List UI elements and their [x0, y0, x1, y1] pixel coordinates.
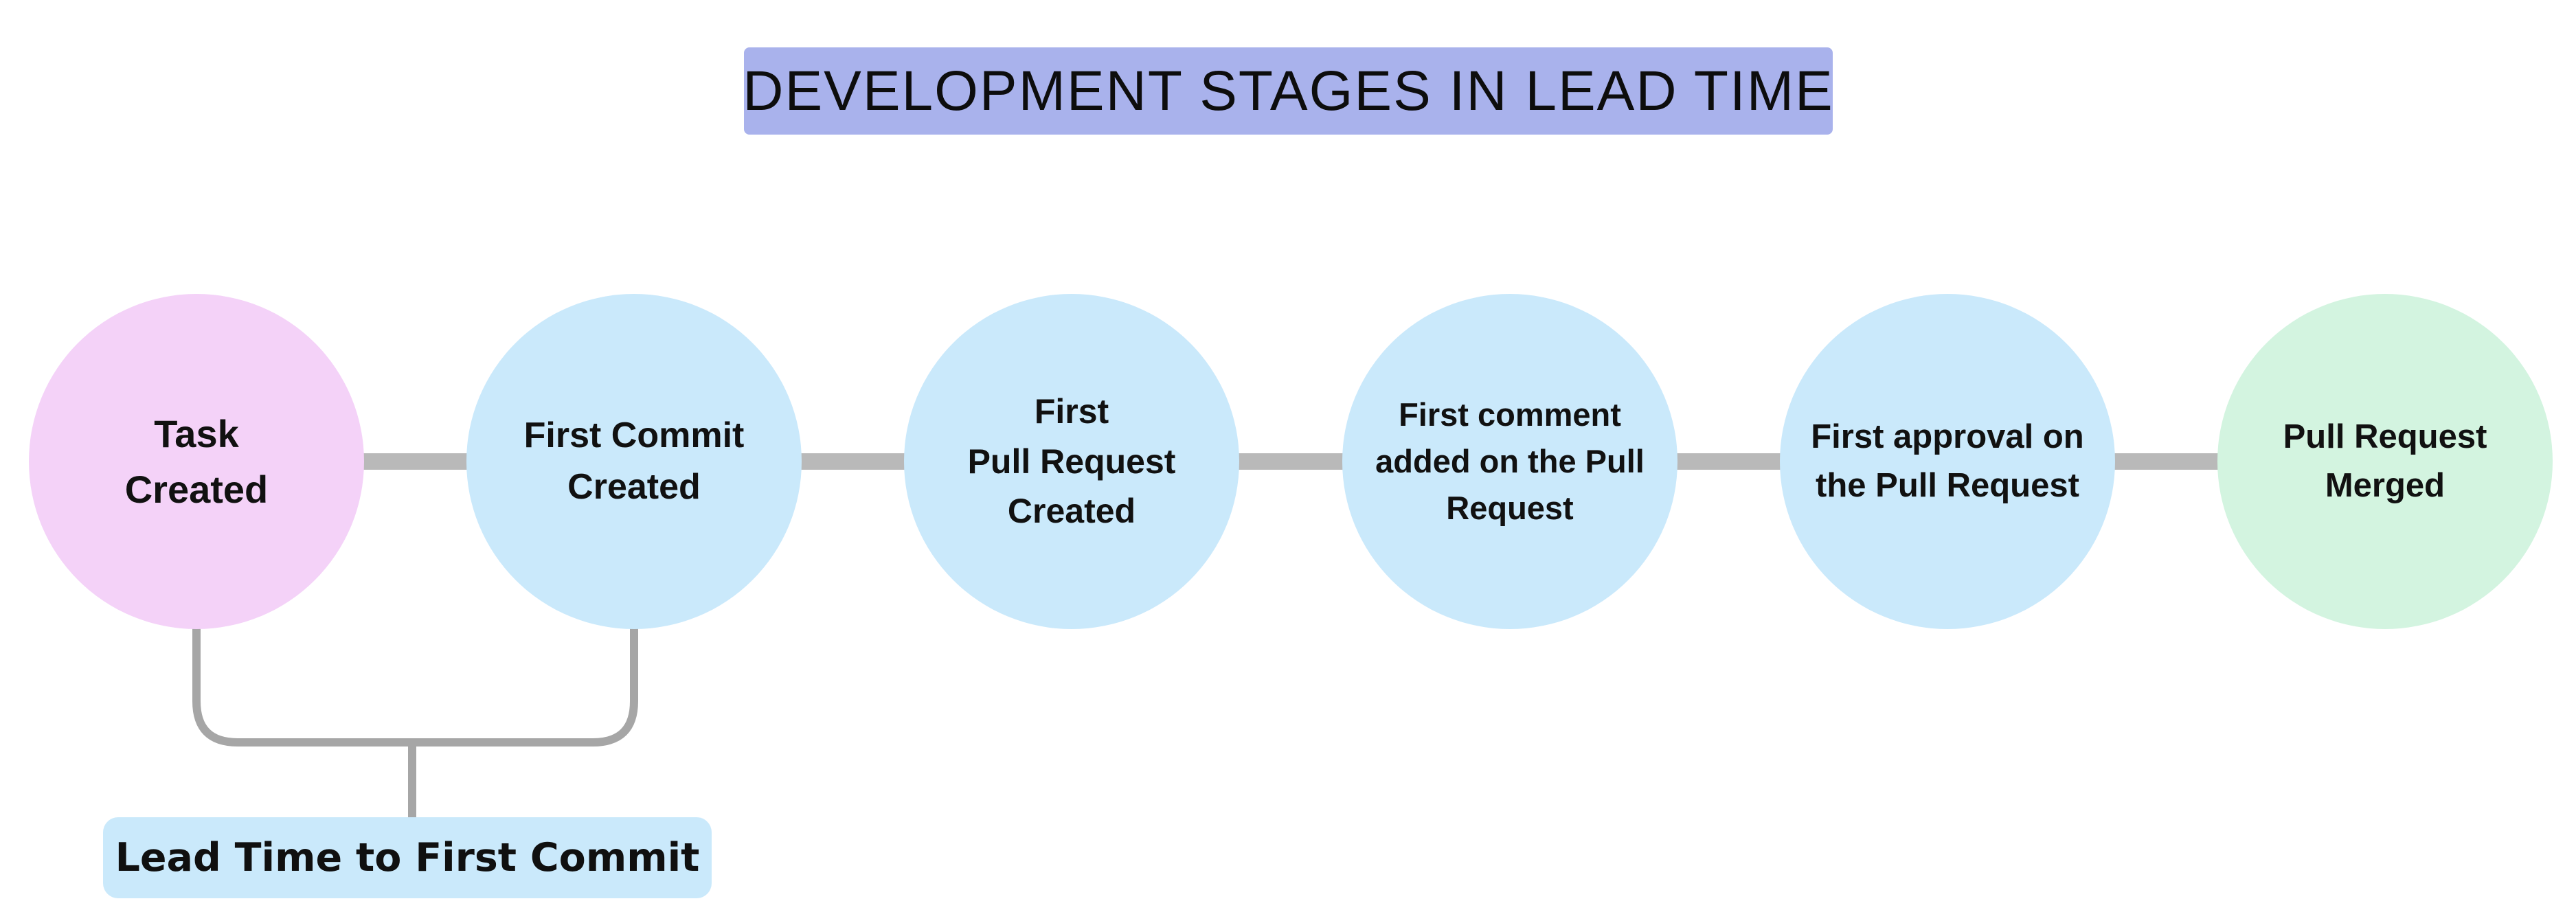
diagram-title: DEVELOPMENT STAGES IN LEAD TIME [743, 47, 1833, 135]
stage-node-first-pull-request-created: First Pull Request Created [904, 294, 1239, 629]
stage-node-first-commit-created: First Commit Created [466, 294, 802, 629]
stage-node-first-approval: First approval on the Pull Request [1780, 294, 2115, 629]
lead-time-label: Lead Time to First Commit [103, 817, 712, 898]
stage-node-first-comment-added: First comment added on the Pull Request [1342, 294, 1677, 629]
stage-node-task-created: Task Created [29, 294, 364, 629]
stage-node-pull-request-merged: Pull Request Merged [2217, 294, 2553, 629]
bracket-curve [192, 618, 638, 747]
